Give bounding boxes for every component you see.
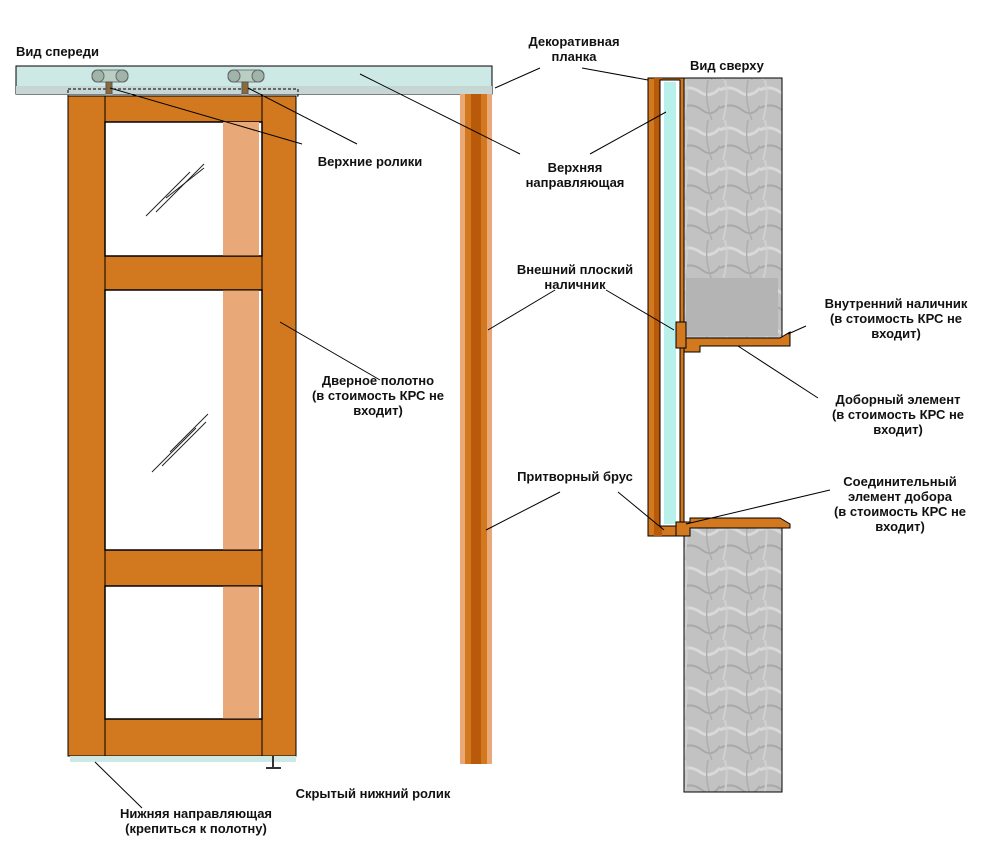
extension-element xyxy=(683,331,791,353)
connector-element xyxy=(675,517,791,537)
door-leaf xyxy=(67,95,297,757)
label-top-view: Вид сверху xyxy=(690,58,764,73)
upper-roller-left xyxy=(91,69,129,95)
label-striker-bar: Притворный брус xyxy=(517,469,633,484)
leader-lines xyxy=(94,67,831,809)
label-hidden-roller: Скрытый нижний ролик xyxy=(295,786,451,801)
label-lower-guide: Нижняя направляющая(крепиться к полотну) xyxy=(119,806,273,836)
upper-rail-bottom xyxy=(16,86,492,94)
top-view xyxy=(647,77,791,793)
label-front-view: Вид спереди xyxy=(16,44,99,59)
hidden-lower-roller xyxy=(266,756,281,769)
label-upper-rollers: Верхние ролики xyxy=(317,154,423,169)
outer-casing-strip xyxy=(460,94,492,764)
lower-guide xyxy=(70,756,296,762)
wall-lower xyxy=(683,527,783,793)
upper-roller-right xyxy=(227,69,265,95)
